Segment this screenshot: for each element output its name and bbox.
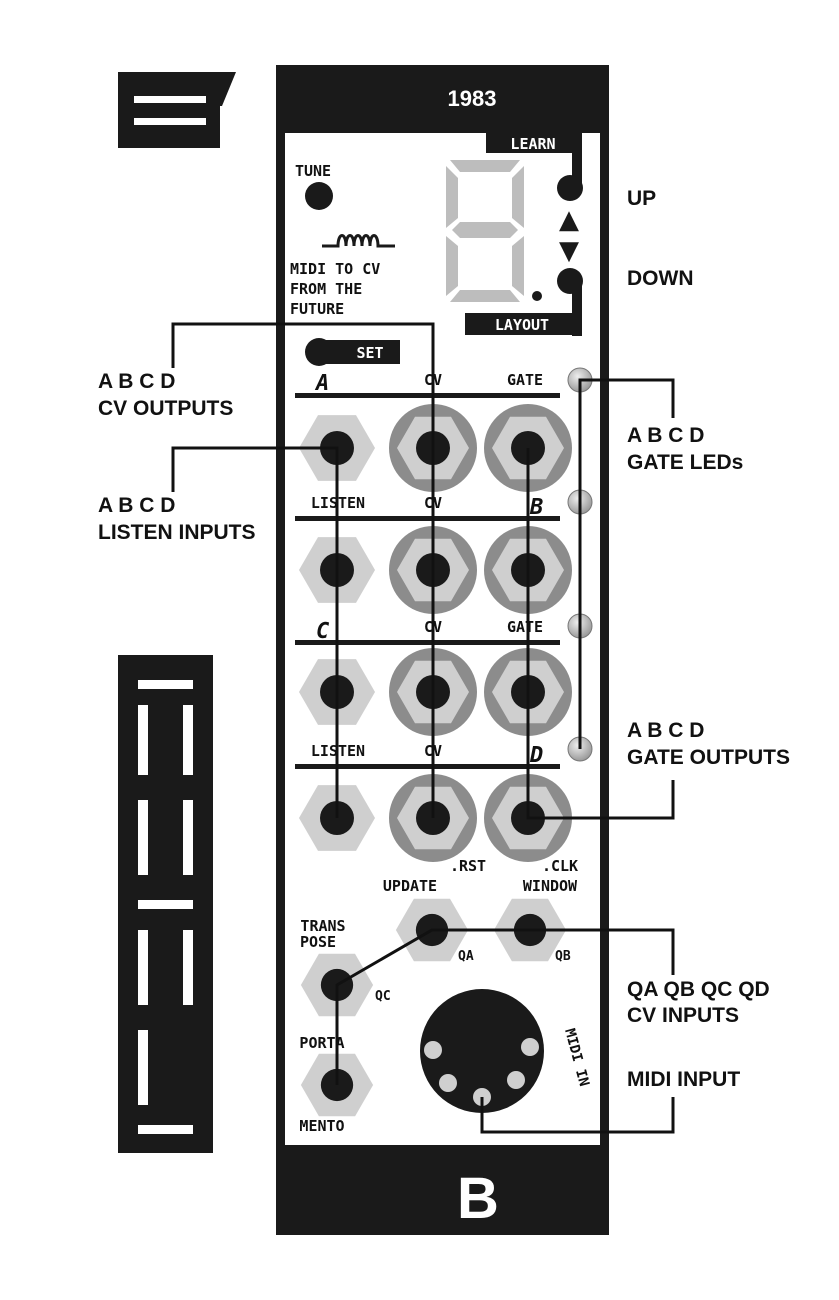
- callout-down: DOWN: [627, 267, 694, 290]
- channel-d-glyph: D: [529, 743, 543, 768]
- callout-q-inputs-2: CV INPUTS: [627, 1004, 739, 1027]
- set-control: SET: [305, 338, 400, 366]
- window-label: WINDOW: [523, 877, 578, 895]
- rst-label: .RST: [450, 857, 486, 875]
- callout-labels: UP DOWN A B C D CV OUTPUTS A B C D LISTE…: [98, 187, 790, 1091]
- channel-b-glyph: B: [529, 495, 543, 520]
- side-logo-1983-icon: [118, 655, 213, 1153]
- qc-label: QC: [375, 989, 391, 1004]
- callout-gate-outputs-1: A B C D: [627, 719, 704, 742]
- callout-gate-leds-1: A B C D: [627, 424, 704, 447]
- tune-label: TUNE: [295, 162, 331, 180]
- midi-input-socket[interactable]: [420, 989, 544, 1113]
- callout-up: UP: [627, 187, 656, 210]
- module-bottom-label: B: [457, 1166, 499, 1231]
- callout-listen-inputs-1: A B C D: [98, 494, 175, 517]
- callout-cv-outputs-2: CV OUTPUTS: [98, 397, 233, 420]
- callout-gate-leds-2: GATE LEDs: [627, 451, 743, 474]
- channel-a-glyph: A: [314, 371, 329, 396]
- set-label: SET: [356, 344, 383, 362]
- update-label: UPDATE: [383, 877, 437, 895]
- midi-line1: MIDI TO CV: [290, 260, 380, 278]
- learn-label: LEARN: [510, 135, 555, 153]
- module-top-label: 1983: [448, 86, 497, 111]
- up-arrow-icon: ▲: [559, 205, 579, 235]
- callout-gate-outputs-2: GATE OUTPUTS: [627, 746, 790, 769]
- midi-line3: FUTURE: [290, 300, 344, 318]
- channel-c-glyph: C: [316, 619, 330, 644]
- porta-label: PORTA: [299, 1034, 344, 1052]
- down-arrow-icon: ▼: [559, 236, 579, 266]
- callout-q-inputs-1: QA QB QC QD: [627, 978, 770, 1001]
- midi-line2: FROM THE: [290, 280, 362, 298]
- qa-label: QA: [458, 949, 474, 964]
- callout-cv-outputs-1: A B C D: [98, 370, 175, 393]
- row-a-gate-label: GATE: [507, 371, 543, 389]
- callout-wires: [171, 322, 675, 1134]
- qb-label: QB: [555, 949, 571, 964]
- row-c-gate-label: GATE: [507, 618, 543, 636]
- clk-label: .CLK: [542, 857, 578, 875]
- trans-label: TRANS: [300, 917, 345, 935]
- up-button[interactable]: [557, 175, 583, 201]
- tune-section: TUNE MIDI TO CV FROM THE FUTURE: [290, 162, 395, 318]
- side-logo-b-icon: [118, 72, 236, 148]
- mento-label: MENTO: [299, 1117, 344, 1135]
- pose-label: POSE: [300, 933, 336, 951]
- tune-button[interactable]: [305, 182, 333, 210]
- learn-layout-controls: LEARN ▲ ▼ LAYOUT: [465, 133, 583, 336]
- callout-midi-input: MIDI INPUT: [627, 1068, 740, 1091]
- seven-segment-display: [446, 160, 542, 302]
- coil-icon: [322, 234, 395, 248]
- layout-label: LAYOUT: [495, 316, 549, 334]
- set-button[interactable]: [305, 338, 333, 366]
- callout-listen-inputs-2: LISTEN INPUTS: [98, 521, 256, 544]
